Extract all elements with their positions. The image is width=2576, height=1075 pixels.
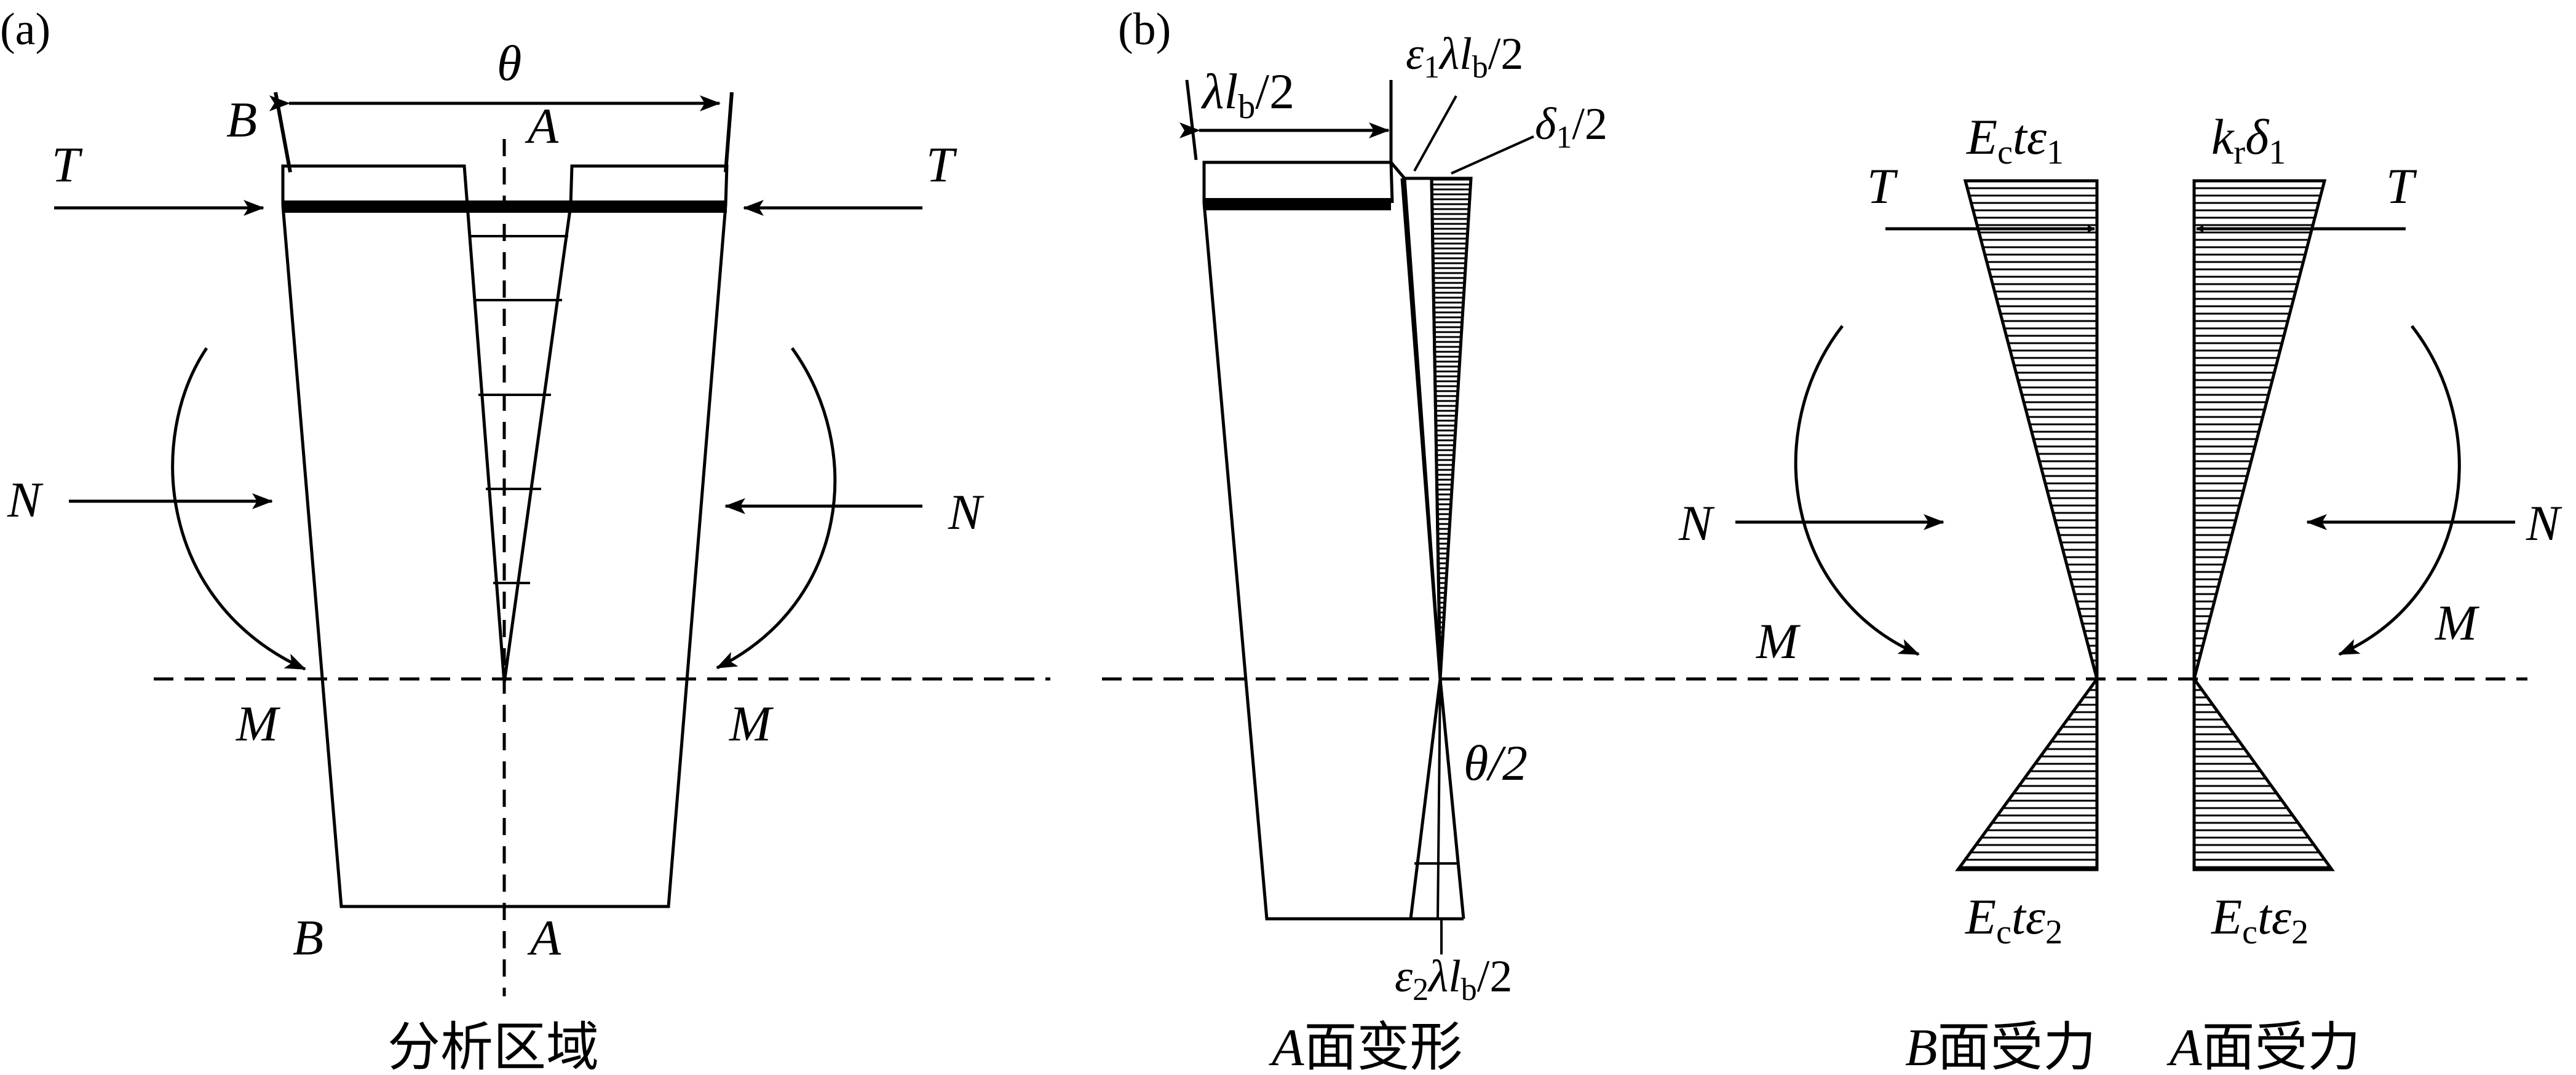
label-B-bottom: B (293, 910, 323, 966)
panel-label-a: (a) (0, 4, 50, 55)
theta-label: θ (497, 35, 521, 91)
eps1-leader (1413, 95, 1457, 172)
v-gap-hatching (470, 235, 568, 584)
caption-analysis-region: 分析区域 (387, 1018, 599, 1075)
b-block-right-edge-top (1390, 161, 1406, 180)
b-block-outline (1202, 202, 1425, 921)
arrow-M-left (171, 347, 306, 671)
label-kr-delta1: krδ1 (2211, 109, 2286, 172)
b-face-stress-bottom (1955, 674, 2099, 871)
theta-dimension-left-tick (274, 92, 292, 173)
delta1-hatched-triangle (1430, 177, 1473, 680)
caption-b-face-force: B面受力 (1905, 1018, 2096, 1075)
v-gap-right-edge (502, 205, 573, 683)
label-Ec-t-eps1: Ectε1 (1966, 109, 2064, 172)
label-T-right: T (926, 137, 957, 192)
a-face-stress-bottom (2192, 674, 2335, 871)
label-M-b-right: M (2435, 595, 2480, 651)
right-top-step (569, 164, 729, 206)
caption-a-face-force: A面受力 (2166, 1018, 2361, 1075)
arrow-M-b-right (2338, 325, 2461, 656)
lower-wedge-left (1409, 678, 1442, 919)
label-delta1-2: δ1/2 (1535, 99, 1607, 155)
delta1-leader (1451, 135, 1534, 175)
arrow-M-b-left (1794, 325, 1920, 656)
label-T-b-left: T (1867, 158, 1898, 214)
label-A-top: A (525, 98, 559, 154)
b-top-step (1202, 161, 1394, 204)
lower-wedge-right (1438, 678, 1465, 919)
caption-a-face-deformation: A面变形 (1269, 1018, 1463, 1075)
b-face-stress-top (1963, 179, 2099, 680)
left-top-step (281, 164, 469, 206)
label-M-right: M (729, 696, 774, 752)
label-B-top: B (226, 92, 257, 148)
label-T-left: T (52, 137, 83, 192)
label-A-bottom: A (527, 910, 561, 966)
label-T-b-right: T (2386, 158, 2417, 214)
arrow-M-right (716, 347, 837, 670)
label-N-b-left: N (1678, 495, 1715, 551)
label-Ec-t-eps2-left: Ectε2 (1965, 889, 2063, 951)
label-N-right: N (948, 484, 985, 540)
label-lambda-lb-2: λlb/2 (1201, 63, 1294, 126)
theta-dimension-right-tick (724, 92, 734, 173)
lower-wedge-inner (1437, 678, 1441, 919)
panel-label-b: (b) (1118, 4, 1171, 55)
label-M-left: M (236, 696, 281, 752)
label-N-b-right: N (2526, 495, 2562, 551)
lambda-left-tick (1185, 79, 1198, 161)
label-M-b-left: M (1756, 613, 1801, 669)
label-eps1-lambda-lb-2: ε1λlb/2 (1406, 29, 1523, 85)
label-eps2-lambda-lb-2: ε2λlb/2 (1395, 951, 1512, 1007)
label-Ec-t-eps2-right: Ectε2 (2211, 889, 2308, 951)
v-gap-left-edge (466, 205, 506, 683)
label-N-left: N (7, 472, 44, 528)
label-theta-2: θ/2 (1464, 735, 1528, 791)
a-face-stress-top (2192, 179, 2327, 680)
